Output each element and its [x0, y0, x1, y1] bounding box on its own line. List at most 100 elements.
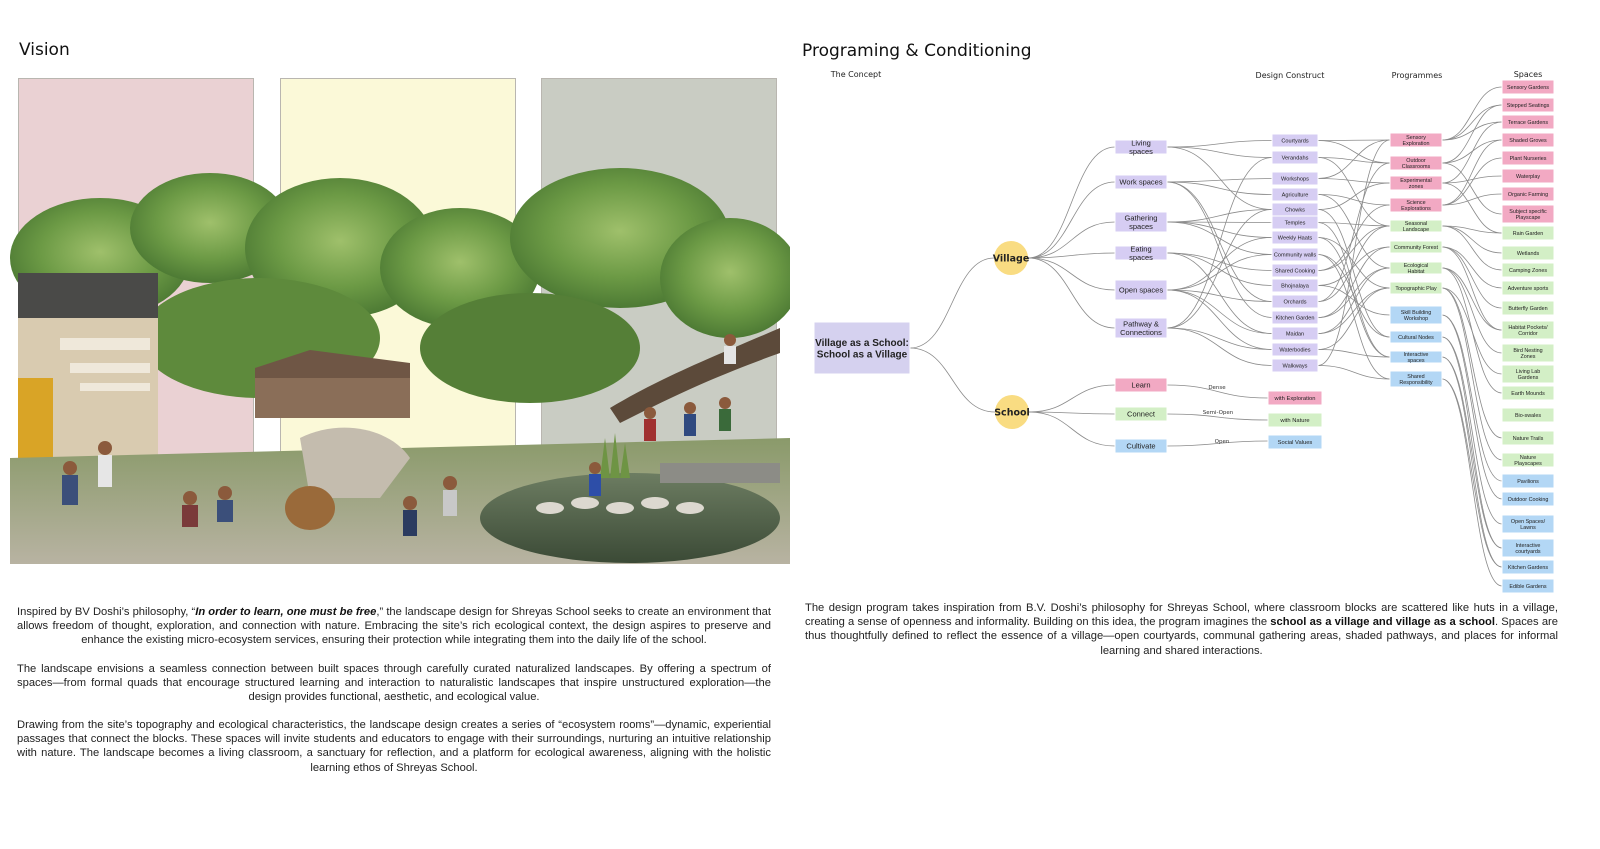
connector-line	[1317, 157, 1391, 164]
description-text-cont: . Spaces are thus thoughtfully defined t…	[805, 616, 1559, 657]
design-community-walls: Community walls	[1271, 247, 1319, 262]
design-shared-cooking-box	[1271, 263, 1319, 278]
space-terrace-gardens: Terrace Gardens	[1501, 114, 1555, 130]
space-adventure-sports-label: Adventure sports	[1508, 286, 1549, 292]
space-kitchen-gardens-box	[1501, 559, 1555, 575]
programme-ecological-habitat-box	[1389, 261, 1443, 275]
connector-line	[1166, 146, 1273, 158]
outcome-with-nature-box	[1267, 412, 1323, 428]
connector-line	[1317, 349, 1391, 358]
connector-line	[1317, 182, 1391, 210]
programme-community-forest-box	[1389, 240, 1443, 254]
connector-line	[1441, 121, 1503, 184]
header-spaces: Spaces	[1514, 70, 1543, 79]
outcome-with-exploration-box	[1267, 390, 1323, 406]
space-organic-farming-box	[1501, 186, 1555, 202]
outcome-with-exploration-label: with Exploration	[1274, 396, 1316, 402]
space-outdoor-cooking: Outdoor Cooking	[1501, 491, 1555, 507]
construct-learn: Learn	[1114, 377, 1168, 393]
construct-cultivate-box	[1114, 438, 1168, 454]
space-stepped-seatings-box	[1501, 97, 1555, 113]
space-earth-mounds: Earth Mounds	[1501, 385, 1555, 401]
space-shaded-groves: Shaded Groves	[1501, 132, 1555, 148]
space-rain-garden-box	[1501, 225, 1555, 241]
connector-line	[1166, 178, 1273, 183]
connector-line	[1441, 175, 1503, 184]
connector-line	[1441, 336, 1503, 549]
connector-line	[1441, 139, 1503, 206]
design-agriculture-box	[1271, 187, 1319, 202]
design-chowks-label: Chowks	[1285, 207, 1305, 213]
space-nature-trails: Nature Trails	[1501, 430, 1555, 446]
connector-line	[1317, 139, 1391, 366]
connector-lines	[909, 86, 1503, 587]
connector-line	[1441, 287, 1503, 439]
space-adventure-sports-box	[1501, 280, 1555, 296]
construct-connect: Connect	[1114, 406, 1168, 422]
design-maidan-label: Maidan	[1286, 331, 1304, 337]
connector-line	[1166, 209, 1273, 329]
construct-living-spaces-box	[1114, 139, 1168, 155]
connector-line	[1441, 157, 1503, 206]
concept-node: Village as a School:School as a Village	[813, 321, 911, 375]
space-earth-mounds-label: Earth Mounds	[1511, 391, 1545, 397]
design-kitchen-garden: Kitchen Garden	[1271, 310, 1319, 325]
space-adventure-sports: Adventure sports	[1501, 280, 1555, 296]
design-temples: Temples	[1271, 215, 1319, 230]
connector-line	[1317, 139, 1391, 179]
construct-pathway-connections: Pathway &Connections	[1114, 317, 1168, 339]
space-sensory-gardens: Sensory Gardens	[1501, 79, 1555, 95]
connector-line	[1028, 411, 1116, 415]
design-courtyards: Courtyards	[1271, 133, 1319, 148]
space-open-spaces-lawns-box	[1501, 514, 1555, 534]
construct-eating-spaces-box	[1114, 245, 1168, 261]
construct-learn-label: Learn	[1131, 381, 1150, 390]
space-nature-trails-label: Nature Trails	[1513, 436, 1544, 442]
space-nature-trails-box	[1501, 430, 1555, 446]
edge-semi-open: Semi-Open	[1203, 410, 1234, 416]
space-wetlands-box	[1501, 245, 1555, 261]
space-camping-zones-label: Camping Zones	[1509, 268, 1547, 274]
design-orchards-box	[1271, 294, 1319, 309]
space-edible-gardens-label: Edible Gardens	[1509, 584, 1546, 590]
connector-line	[1166, 181, 1273, 195]
space-waterplay: Waterplay	[1501, 168, 1555, 184]
connector-line	[1166, 181, 1273, 318]
vision-p1-text: Inspired by BV Doshi’s philosophy, “	[17, 606, 196, 618]
space-terrace-gardens-box	[1501, 114, 1555, 130]
construct-work-spaces: Work spaces	[1114, 174, 1168, 190]
header-programmes: Programmes	[1392, 71, 1443, 80]
connector-line	[1027, 257, 1116, 329]
connector-line	[1441, 193, 1503, 206]
space-pavilions: Pavilions	[1501, 473, 1555, 489]
programme-community-forest: Community Forest	[1389, 240, 1443, 254]
space-plant-nurseries: Plant Nurseries	[1501, 150, 1555, 166]
connector-line	[1441, 104, 1503, 164]
school-node-circle	[995, 395, 1029, 429]
header-concept: The Concept	[830, 70, 882, 79]
edge-dense: Dense	[1208, 385, 1226, 391]
connector-line	[1027, 252, 1116, 259]
connector-line	[1317, 222, 1391, 358]
connector-line	[1317, 204, 1391, 271]
design-waterbodies-label: Waterbodies	[1279, 347, 1310, 353]
space-waterplay-box	[1501, 168, 1555, 184]
connector-line	[1317, 267, 1391, 318]
connector-line	[1317, 267, 1391, 334]
design-agriculture: Agriculture	[1271, 187, 1319, 202]
space-kitchen-gardens: Kitchen Gardens	[1501, 559, 1555, 575]
connector-line	[1441, 378, 1503, 568]
design-kitchen-garden-label: Kitchen Garden	[1276, 315, 1315, 321]
construct-open-spaces: Open spaces	[1114, 279, 1168, 301]
space-wetlands-label: Wetlands	[1517, 251, 1540, 257]
construct-open-spaces-label: Open spaces	[1119, 286, 1163, 295]
space-edible-gardens: Edible Gardens	[1501, 578, 1555, 594]
